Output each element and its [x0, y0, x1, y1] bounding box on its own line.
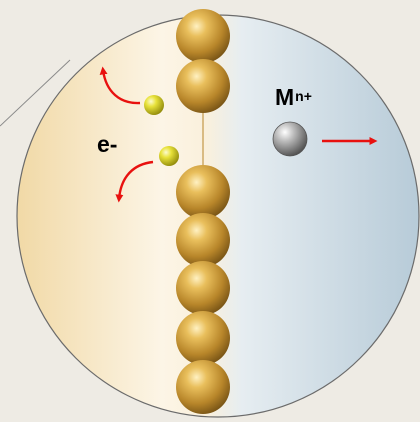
metal-ion-label: Mn+	[275, 84, 312, 111]
metal-atom	[176, 261, 230, 315]
ion-charge-label: n+	[295, 88, 312, 104]
metal-atom	[176, 360, 230, 414]
metal-atom	[176, 213, 230, 267]
zoom-indicator-line	[0, 59, 71, 127]
ion-base-label: M	[275, 84, 295, 110]
metal-atom	[176, 311, 230, 365]
electron-arrow-icon	[99, 66, 141, 105]
electron-sphere-icon	[159, 146, 179, 166]
electron-arrow-icon	[115, 160, 154, 203]
electron-label: e-	[97, 131, 118, 157]
metal-ion-sphere-icon	[272, 121, 308, 157]
electron-sphere-icon	[144, 95, 164, 115]
metal-atom	[176, 165, 230, 219]
metal-atom	[176, 59, 230, 113]
metal-atom	[176, 9, 230, 63]
metal-atom-chain	[176, 9, 230, 414]
